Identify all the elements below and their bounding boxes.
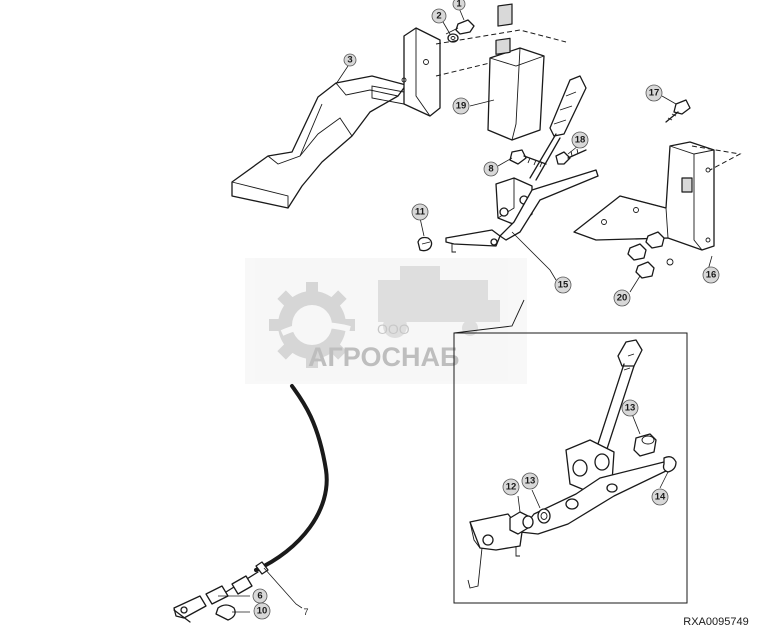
callout-label: 6: [257, 591, 262, 602]
callout-circle: [521, 472, 539, 490]
alignment-line: [435, 61, 495, 77]
leader-line: [511, 231, 557, 281]
part-15-lever-assembly: [445, 169, 599, 253]
callout-circle: [613, 289, 631, 307]
callout-label: 13: [525, 476, 536, 487]
part-8-bolt: [509, 149, 547, 168]
gear-icon: [269, 282, 355, 368]
callout-label: 15: [558, 280, 569, 291]
callout-c18: 18: [571, 131, 589, 149]
watermark-prefix: ООО: [377, 321, 410, 337]
callout-label: 7: [303, 607, 308, 617]
callout-circle: [621, 399, 639, 417]
callout-label: 3: [347, 55, 352, 66]
leader-line: [517, 495, 521, 513]
callout-c6: 6: [252, 588, 268, 604]
callout-c11: 11: [411, 203, 429, 221]
callout-label: 12: [506, 482, 517, 493]
callout-circle: [343, 53, 357, 67]
callout-circle: [702, 266, 720, 284]
part-lever-grip: [529, 75, 587, 181]
callout-circle: [483, 161, 499, 177]
callout-label: 14: [655, 492, 666, 503]
part-7-cable: [173, 384, 329, 623]
combine-harvester-icon: [378, 266, 500, 338]
part-16-support-bracket: [573, 141, 742, 251]
callout-circle: [554, 276, 572, 294]
part-19-boot: [487, 3, 545, 141]
callout-c8: 8: [483, 161, 499, 177]
callout-circle: [411, 203, 429, 221]
part-mounting-bracket: [371, 27, 441, 117]
watermark-logo: ООО АГРОСНАБ: [245, 258, 527, 384]
leader-line: [661, 95, 677, 105]
callout-c3: 3: [343, 53, 357, 67]
callout-circle: [645, 84, 663, 102]
callout-label: 2: [436, 11, 441, 22]
leader-line: [629, 275, 641, 293]
callout-c10: 10: [253, 602, 271, 620]
callout-c13b: 13: [621, 399, 639, 417]
callout-circle: [452, 97, 470, 115]
callout-c2: 2: [431, 8, 447, 24]
leader-line: [631, 413, 641, 435]
callout-c15: 15: [554, 276, 572, 294]
callout-circle: [502, 478, 520, 496]
callout-label: 19: [456, 101, 467, 112]
leader-line: [263, 567, 303, 609]
callout-c13a: 13: [521, 472, 539, 490]
callout-c7: 7: [303, 607, 308, 617]
part-17-bolt: [665, 99, 691, 123]
callout-label: 1: [456, 0, 462, 10]
leader-line: [335, 65, 349, 85]
callout-circle: [651, 488, 669, 506]
callout-circle: [431, 8, 447, 24]
callout-label: 16: [706, 270, 717, 281]
callout-label: 13: [625, 403, 636, 414]
callout-label: 18: [575, 135, 586, 146]
part-1-bolt: [445, 7, 475, 35]
alignment-line: [435, 29, 567, 45]
callout-c19: 19: [452, 97, 470, 115]
callout-label: 17: [649, 88, 660, 99]
part-10-clip: [215, 604, 236, 621]
watermark-name: АГРОСНАБ: [308, 342, 459, 372]
leader-line: [497, 157, 513, 167]
leader-line: [419, 217, 425, 237]
callout-circle: [452, 0, 466, 11]
part-11-clip: [417, 236, 433, 252]
callout-label: 11: [415, 207, 426, 218]
callout-c16: 16: [702, 266, 720, 284]
leader-line: [659, 471, 669, 489]
callout-label: 20: [617, 293, 628, 304]
callout-c1: 1: [452, 0, 466, 11]
callout-c17: 17: [645, 84, 663, 102]
callout-label: 8: [488, 164, 493, 175]
callout-circle: [253, 602, 271, 620]
callout-circle: [571, 131, 589, 149]
leader-line: [531, 489, 541, 509]
callout-c14: 14: [651, 488, 669, 506]
detail-inset: [453, 299, 688, 604]
part-20-nuts: [627, 231, 674, 279]
callout-c12: 12: [502, 478, 520, 496]
callout-c20: 20: [613, 289, 631, 307]
part-2-washer: [442, 21, 459, 43]
figure-reference-code: RXA0095749: [683, 616, 748, 628]
leader-line: [469, 99, 495, 107]
part-3-floor-plate: [231, 75, 407, 209]
callout-label: 10: [257, 606, 268, 617]
